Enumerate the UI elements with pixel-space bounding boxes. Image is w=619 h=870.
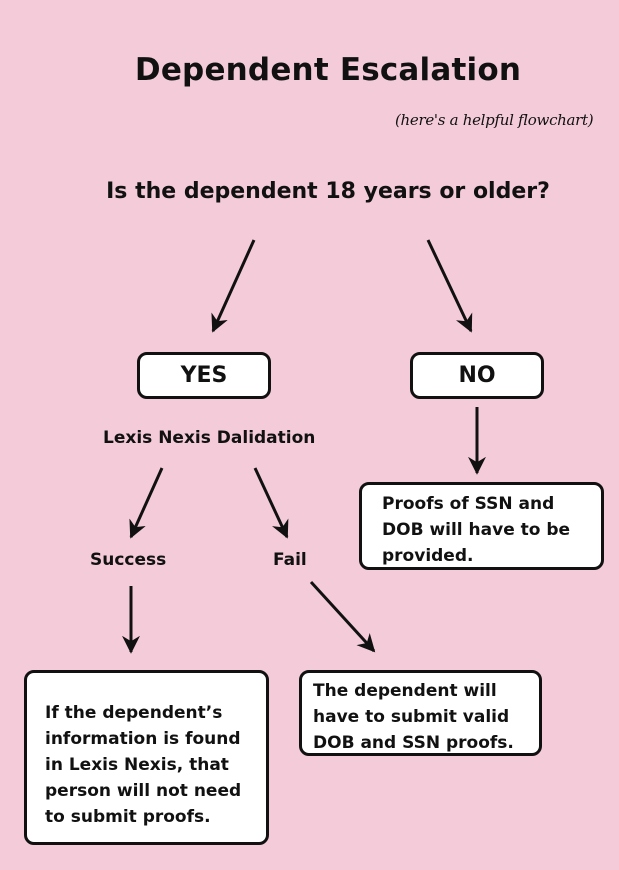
arrow-lexis-to-fail (253, 467, 289, 539)
yes-label: YES (180, 363, 228, 388)
no-node: NO (410, 352, 544, 399)
arrow-lexis-to-success (129, 467, 164, 539)
arrow-fail-to-note (309, 580, 376, 653)
fail-label: Fail (273, 550, 307, 570)
fail-outcome-text: The dependent will have to submit valid … (313, 681, 514, 753)
no-label: NO (458, 363, 496, 388)
no-outcome-text: Proofs of SSN and DOB will have to be pr… (382, 494, 571, 566)
lexis-nexis-label: Lexis Nexis Dalidation (103, 428, 316, 448)
fail-outcome-box: The dependent will have to submit valid … (299, 670, 542, 756)
age-question: Is the dependent 18 years or older? (106, 179, 550, 204)
arrow-question-to-yes (211, 239, 256, 333)
success-outcome-box: If the dependent’s information is found … (24, 670, 269, 845)
success-label: Success (90, 550, 167, 570)
no-outcome-box: Proofs of SSN and DOB will have to be pr… (359, 482, 604, 570)
subtitle: (here's a helpful flowchart) (395, 111, 594, 129)
yes-node: YES (137, 352, 271, 399)
success-outcome-text: If the dependent’s information is found … (45, 703, 242, 827)
page-title: Dependent Escalation (134, 52, 522, 88)
arrow-question-to-no (426, 239, 473, 333)
